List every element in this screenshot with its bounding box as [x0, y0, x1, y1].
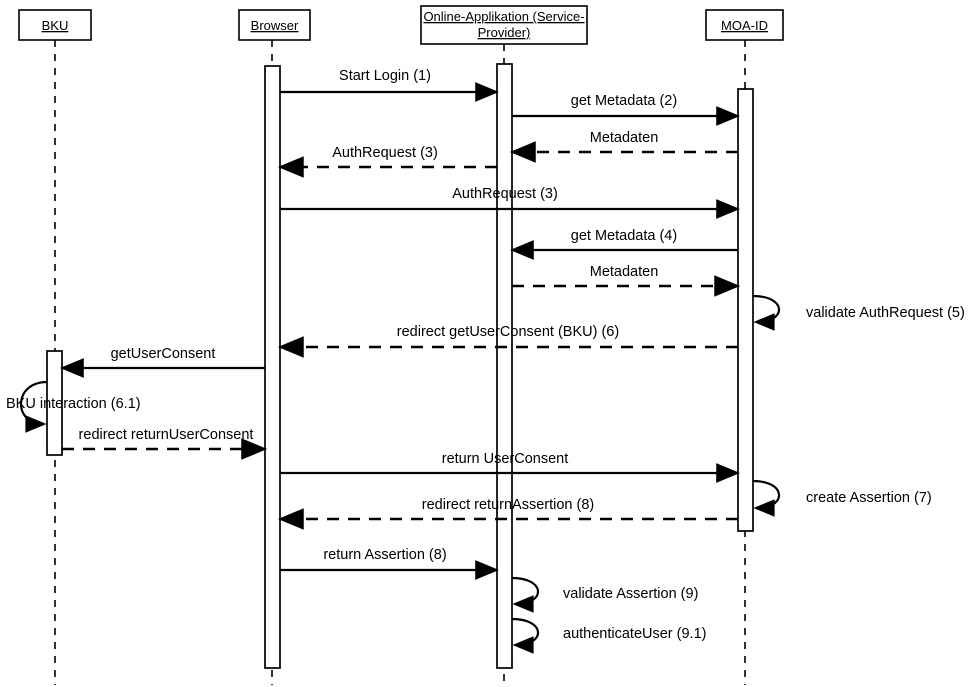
- self-message-label-9.1: authenticateUser (9.1): [563, 626, 706, 642]
- message-label-1: Start Login (1): [339, 68, 431, 84]
- message-2[interactable]: get Metadata (2): [512, 93, 740, 126]
- lifeline-browser[interactable]: Browser: [238, 9, 311, 685]
- lifelines-layer: BKU Browser Online-Applikation (Service-Pr…: [18, 5, 784, 685]
- message-label-4: AuthRequest (3): [332, 145, 438, 161]
- self-message-label-9: validate Assertion (9): [563, 586, 698, 602]
- self-message-arrow-6.1: [19, 380, 48, 433]
- message-label-13: return Assertion (8): [323, 547, 446, 563]
- lifeline-label-online-applikation-line2: Provider): [478, 25, 531, 40]
- self-message-label-7: create Assertion (7): [806, 490, 932, 506]
- lifeline-label-browser: Browser: [251, 18, 299, 33]
- lifeline-header-box-bku[interactable]: [18, 9, 92, 41]
- message-label-9: getUserConsent: [111, 346, 216, 362]
- message-6[interactable]: get Metadata (4): [510, 228, 738, 260]
- self-message-label-6.1: BKU interaction (6.1): [6, 396, 141, 412]
- message-label-2: get Metadata (2): [571, 93, 677, 109]
- message-label-5: AuthRequest (3): [452, 186, 558, 202]
- lifeline-header-box-moa-id[interactable]: [705, 9, 784, 41]
- self-message-arrow-5: [752, 294, 781, 331]
- message-8[interactable]: redirect getUserConsent (BKU) (6): [277, 324, 738, 358]
- message-10[interactable]: redirect returnUserConsent: [62, 427, 268, 460]
- self-message-arrow-9.1: [511, 617, 540, 654]
- activation-bar-online-applikation-0[interactable]: [496, 63, 513, 669]
- message-label-7: Metadaten: [590, 264, 659, 280]
- self-message-9[interactable]: validate Assertion (9): [511, 576, 698, 613]
- message-13[interactable]: return Assertion (8): [280, 547, 499, 580]
- lifeline-label-moa-id: MOA-ID: [721, 18, 768, 33]
- message-4[interactable]: AuthRequest (3): [277, 145, 497, 178]
- lifeline-label-bku: BKU: [42, 18, 69, 33]
- messages-layer: Start Login (1) get Metadata (2) Metadaten…: [60, 68, 741, 580]
- self-message-arrow-9: [511, 576, 540, 613]
- self-message-9.1[interactable]: authenticateUser (9.1): [511, 617, 706, 654]
- self-message-6.1[interactable]: BKU interaction (6.1): [6, 380, 141, 433]
- lifeline-label-online-applikation: Online-Applikation (Service-: [423, 9, 584, 24]
- message-5[interactable]: AuthRequest (3): [280, 186, 740, 219]
- self-message-7[interactable]: create Assertion (7): [752, 479, 932, 517]
- lifeline-header-box-browser[interactable]: [238, 9, 311, 41]
- self-message-label-5: validate AuthRequest (5): [806, 305, 965, 321]
- message-label-6: get Metadata (4): [571, 228, 677, 244]
- message-1[interactable]: Start Login (1): [280, 68, 499, 102]
- message-label-8: redirect getUserConsent (BKU) (6): [397, 324, 619, 340]
- message-12[interactable]: redirect returnAssertion (8): [277, 497, 738, 530]
- self-messages-layer: validate AuthRequest (5) BKU interaction …: [6, 294, 965, 654]
- message-3[interactable]: Metadaten: [509, 130, 738, 163]
- message-label-10: redirect returnUserConsent: [79, 427, 254, 443]
- lifeline-header-box-online-applikation[interactable]: [420, 5, 588, 45]
- message-label-12: redirect returnAssertion (8): [422, 497, 594, 513]
- message-11[interactable]: return UserConsent: [280, 451, 740, 483]
- activation-bar-bku-0[interactable]: [46, 350, 63, 456]
- message-label-11: return UserConsent: [442, 451, 569, 467]
- message-9[interactable]: getUserConsent: [60, 346, 265, 378]
- message-label-3: Metadaten: [590, 130, 659, 146]
- self-message-5[interactable]: validate AuthRequest (5): [752, 294, 965, 331]
- lifeline-moa-id[interactable]: MOA-ID: [705, 9, 784, 685]
- activation-bar-moa-id-0[interactable]: [737, 88, 754, 532]
- lifeline-bku[interactable]: BKU: [18, 9, 92, 685]
- lifeline-online-applikation[interactable]: Online-Applikation (Service-Provider): [420, 5, 588, 685]
- message-7[interactable]: Metadaten: [512, 264, 741, 297]
- self-message-arrow-7: [752, 479, 781, 517]
- activation-bar-browser-0[interactable]: [264, 65, 281, 669]
